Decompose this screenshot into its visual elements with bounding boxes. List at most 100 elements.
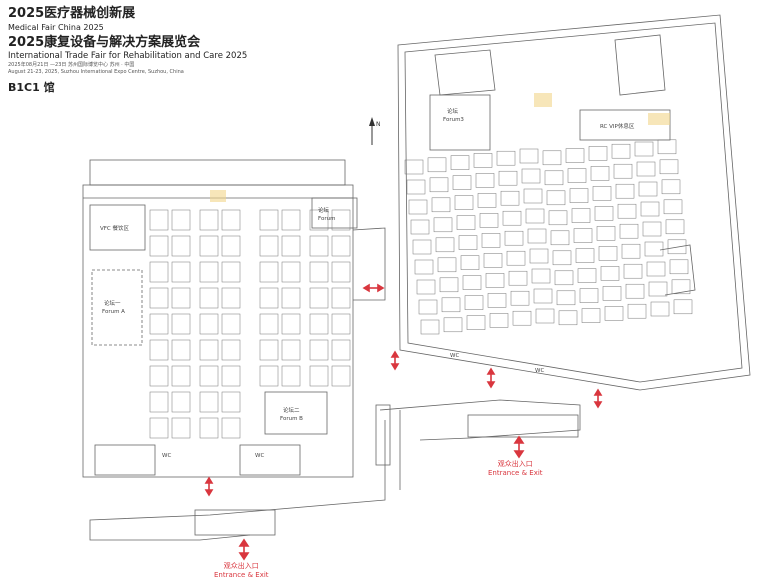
booth xyxy=(523,188,543,204)
entrance-label-en: Entrance & Exit xyxy=(488,469,543,477)
booth xyxy=(663,199,683,215)
forum-a-zone xyxy=(91,269,143,346)
booth xyxy=(427,157,447,173)
booth xyxy=(171,261,191,283)
forum-b-label-en: Forum B xyxy=(280,416,303,422)
booth xyxy=(508,270,528,286)
booth xyxy=(429,177,449,193)
booth xyxy=(661,179,681,195)
booth xyxy=(281,261,301,283)
booth xyxy=(199,209,219,231)
booth xyxy=(464,295,484,310)
booth xyxy=(309,339,329,361)
booth xyxy=(458,235,478,250)
booth xyxy=(487,293,507,308)
highlight-booth-3 xyxy=(210,190,226,202)
forum-top-label: 论坛 xyxy=(318,206,330,214)
booth xyxy=(535,308,555,324)
booth xyxy=(281,209,301,231)
booth xyxy=(149,235,169,257)
wc-label-4: WC xyxy=(255,453,264,459)
booth xyxy=(533,288,553,304)
booth xyxy=(199,235,219,257)
entrance-exit-south[interactable]: 观众出入口 Entrance & Exit xyxy=(214,562,269,580)
booth xyxy=(510,290,530,306)
vfc-dining-zone xyxy=(89,204,146,251)
booth xyxy=(331,261,351,283)
booth xyxy=(512,310,532,326)
booth xyxy=(199,339,219,361)
booth xyxy=(406,179,426,195)
booth xyxy=(611,143,631,159)
booth xyxy=(638,181,658,197)
booth xyxy=(259,235,279,257)
booth xyxy=(309,261,329,283)
booth xyxy=(496,150,516,166)
booth xyxy=(221,339,241,361)
booth xyxy=(604,306,624,321)
subtitle-cn: 2025康复设备与解决方案展览会 xyxy=(8,35,201,50)
booth xyxy=(506,250,526,266)
booth xyxy=(309,209,329,231)
booth xyxy=(575,248,595,263)
booth xyxy=(171,209,191,231)
booth xyxy=(171,287,191,309)
north-arrow: N xyxy=(369,117,381,145)
booth xyxy=(644,241,664,257)
booth xyxy=(450,155,470,170)
booth xyxy=(414,259,434,275)
booth xyxy=(149,261,169,283)
booth xyxy=(669,259,689,275)
booth xyxy=(565,148,585,163)
booth xyxy=(221,209,241,231)
booth xyxy=(462,275,482,290)
booth xyxy=(590,166,610,181)
booth xyxy=(598,246,618,261)
booth xyxy=(483,253,503,268)
booth xyxy=(408,199,428,215)
title-en: Medical Fair China 2025 xyxy=(8,23,104,32)
booth xyxy=(642,221,662,237)
booth xyxy=(199,365,219,387)
booth xyxy=(221,261,241,283)
header: 2025医疗器械创新展 Medical Fair China 2025 2025… xyxy=(8,6,308,95)
booth xyxy=(479,213,499,228)
booth xyxy=(418,299,438,315)
booth xyxy=(259,313,279,335)
booth xyxy=(544,170,564,186)
booth xyxy=(646,261,666,277)
booth xyxy=(439,277,459,293)
booth xyxy=(171,313,191,335)
booth xyxy=(588,146,608,161)
date-en: August 21-23, 2025, Suzhou International… xyxy=(8,69,184,75)
wc-label-2: WC xyxy=(535,368,544,374)
arrow-c1-south-3 xyxy=(593,388,603,409)
booth xyxy=(531,268,551,284)
booth-grid-right xyxy=(404,139,693,335)
booth xyxy=(529,248,549,264)
booth xyxy=(309,287,329,309)
booth xyxy=(600,266,620,281)
entrance-exit-east[interactable]: 观众出入口 Entrance & Exit xyxy=(488,460,543,478)
booth xyxy=(259,261,279,283)
booth xyxy=(542,150,562,166)
booth xyxy=(619,223,639,239)
booth xyxy=(441,297,461,313)
forum-a-label-cn: 论坛一 xyxy=(104,299,121,307)
arrow-left-hall-east xyxy=(362,283,385,293)
booth xyxy=(546,190,566,206)
booth xyxy=(259,287,279,309)
booth xyxy=(617,203,637,219)
highlight-booth-2 xyxy=(648,113,670,125)
vip-c1-label: RC VIP休息区 xyxy=(600,122,635,130)
booth xyxy=(435,237,455,253)
booth xyxy=(558,310,578,326)
forum-c1-label-cn: 论坛 xyxy=(447,107,459,115)
booth xyxy=(221,235,241,257)
booth xyxy=(149,209,169,231)
title-cn: 2025医疗器械创新展 xyxy=(8,6,136,21)
hall-b1-service-strip xyxy=(89,159,346,186)
wc-label-1: WC xyxy=(450,353,459,359)
entrance-label-cn: 观众出入口 xyxy=(223,562,259,570)
booth xyxy=(431,197,451,213)
